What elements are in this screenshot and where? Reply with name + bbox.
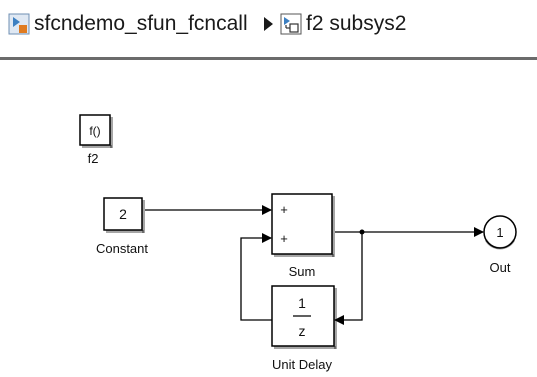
- constant-value: 2: [119, 206, 127, 222]
- unit-delay-block-name: Unit Delay: [272, 357, 332, 372]
- constant-block-name: Constant: [96, 241, 148, 256]
- signal-line-feedback-to-delay[interactable]: [334, 232, 363, 325]
- toolbar-divider: [0, 57, 537, 60]
- sum-port2-sign: +: [280, 231, 288, 246]
- sum-block-name: Sum: [289, 264, 316, 279]
- signal-line-delay-to-sum[interactable]: [240, 233, 272, 321]
- unit-delay-block[interactable]: 1 z: [271, 285, 337, 349]
- subsystem-icon[interactable]: [280, 13, 302, 35]
- breadcrumb-separator-icon: [264, 17, 273, 31]
- function-call-block-name: f2: [88, 151, 99, 166]
- breadcrumb: sfcndemo_sfun_fcncall f2 subsys2: [0, 0, 537, 50]
- breadcrumb-root-model[interactable]: sfcndemo_sfun_fcncall: [34, 12, 248, 35]
- function-call-glyph: f(): [89, 124, 100, 138]
- unit-delay-denominator: z: [299, 323, 306, 339]
- outport-block-name: Out: [490, 260, 511, 275]
- outport-number: 1: [496, 225, 503, 240]
- model-canvas[interactable]: f() f2 2 Constant + + Sum 1 z Unit Delay…: [0, 60, 537, 377]
- outport-block[interactable]: 1: [483, 215, 517, 250]
- unit-delay-numerator: 1: [298, 295, 306, 311]
- constant-block[interactable]: 2: [103, 197, 145, 233]
- function-call-trigger-block[interactable]: f(): [79, 114, 113, 148]
- breadcrumb-current-subsystem[interactable]: f2 subsys2: [306, 12, 407, 35]
- sum-block[interactable]: + +: [271, 193, 335, 257]
- sum-port1-sign: +: [280, 202, 288, 217]
- model-icon[interactable]: [8, 13, 30, 35]
